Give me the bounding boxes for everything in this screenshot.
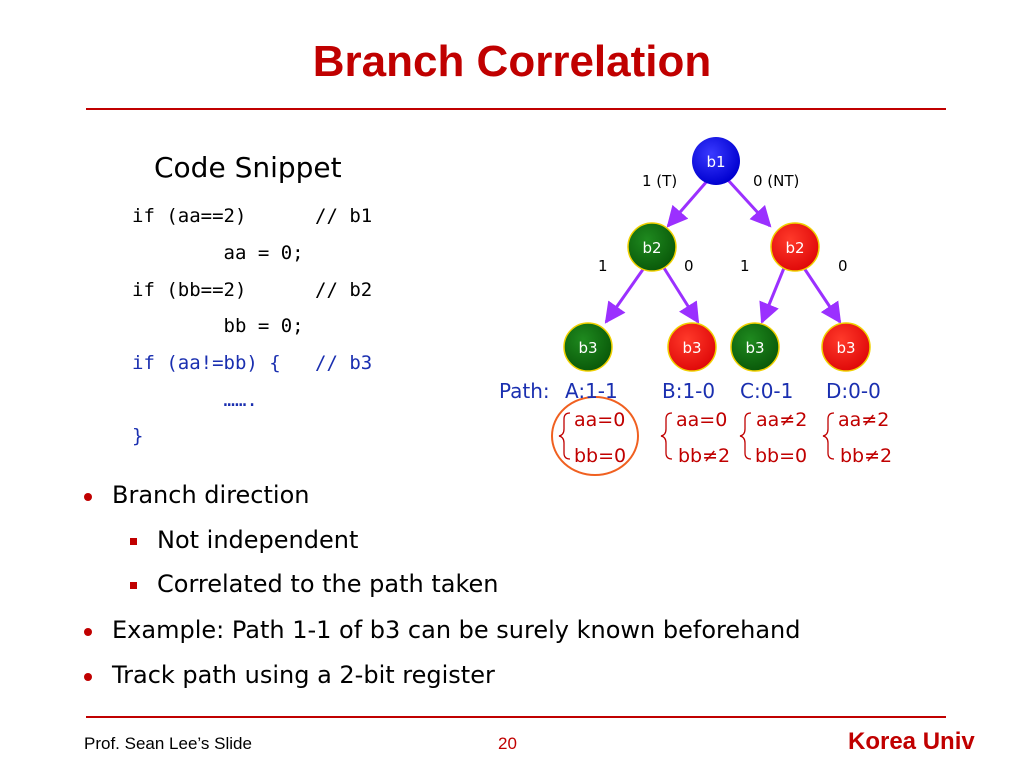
node-b3-b: b3 <box>667 322 717 372</box>
bullet-dot <box>84 673 92 681</box>
path-prefix: Path: <box>499 379 550 403</box>
slide-title: Branch Correlation <box>312 37 712 86</box>
bullet-dot <box>84 493 92 501</box>
sub-bullet-not-independent: Not independent <box>157 526 359 554</box>
path-a-highlight <box>551 396 639 476</box>
svg-text:b3: b3 <box>745 339 764 357</box>
svg-text:b2: b2 <box>785 239 804 257</box>
title-divider <box>86 108 946 110</box>
path-c-cond-bb: bb=0 <box>755 445 808 467</box>
edge-b1-b2-right <box>726 178 772 228</box>
svg-text:b3: b3 <box>578 339 597 357</box>
edge-b2-b3-3 <box>759 267 786 324</box>
node-b3-c: b3 <box>730 322 780 372</box>
edge-label-left-0: 0 <box>684 257 694 275</box>
path-d-cond-bb: bb≠2 <box>840 445 893 467</box>
code-line-4: bb = 0; <box>132 315 304 337</box>
node-b1: b1 <box>692 137 740 185</box>
path-a-cond-bb: bb=0 <box>574 445 627 467</box>
code-line-2: aa = 0; <box>132 242 304 264</box>
footer-author: Prof. Sean Lee’s Slide <box>84 734 252 753</box>
code-line-3: if (bb==2) // b2 <box>132 279 373 301</box>
edge-b2-b3-2 <box>662 267 700 324</box>
path-c-label: C:0-1 <box>740 379 794 403</box>
svg-text:b2: b2 <box>642 239 661 257</box>
node-b3-a: b3 <box>563 322 613 372</box>
edge-b1-b2-left <box>666 179 710 228</box>
path-d-label: D:0-0 <box>826 379 881 403</box>
path-a-label: A:1-1 <box>565 379 618 403</box>
node-b3-d: b3 <box>821 322 871 372</box>
edge-label-root-false: 0 (NT) <box>753 172 799 190</box>
edge-label-root-true: 1 (T) <box>642 172 677 190</box>
edge-label-left-1: 1 <box>598 257 608 275</box>
svg-text:b3: b3 <box>836 339 855 357</box>
condition-braces <box>558 412 835 460</box>
edge-label-right-1: 1 <box>740 257 750 275</box>
edge-label-right-0: 0 <box>838 257 848 275</box>
bullet-track-path: Track path using a 2-bit register <box>112 661 495 689</box>
sub-bullet-square <box>130 538 137 545</box>
footer-divider <box>86 716 946 718</box>
svg-text:b3: b3 <box>682 339 701 357</box>
node-b2-left: b2 <box>627 222 677 272</box>
code-line-7: } <box>132 425 144 447</box>
footer-page-number: 20 <box>498 734 517 753</box>
path-d-cond-aa: aa≠2 <box>838 409 890 431</box>
edge-b2-b3-1 <box>604 267 646 324</box>
path-b-cond-aa: aa=0 <box>676 409 728 431</box>
edge-b2-b3-4 <box>802 267 842 324</box>
sub-bullet-correlated: Correlated to the path taken <box>157 570 499 598</box>
svg-text:b1: b1 <box>706 153 725 171</box>
code-line-5: if (aa!=bb) { // b3 <box>132 352 373 374</box>
code-line-6: ……. <box>132 389 258 411</box>
code-line-1: if (aa==2) // b1 <box>132 205 373 227</box>
bullet-example: Example: Path 1-1 of b3 can be surely kn… <box>112 616 801 644</box>
path-b-label: B:1-0 <box>662 379 716 403</box>
footer-institution: Korea Univ <box>848 728 975 755</box>
snippet-heading: Code Snippet <box>154 151 342 184</box>
sub-bullet-square <box>130 582 137 589</box>
path-b-cond-bb: bb≠2 <box>678 445 731 467</box>
bullet-branch-direction: Branch direction <box>112 481 310 509</box>
path-c-cond-aa: aa≠2 <box>756 409 808 431</box>
node-b2-right: b2 <box>770 222 820 272</box>
path-a-cond-aa: aa=0 <box>574 409 626 431</box>
bullet-dot <box>84 628 92 636</box>
